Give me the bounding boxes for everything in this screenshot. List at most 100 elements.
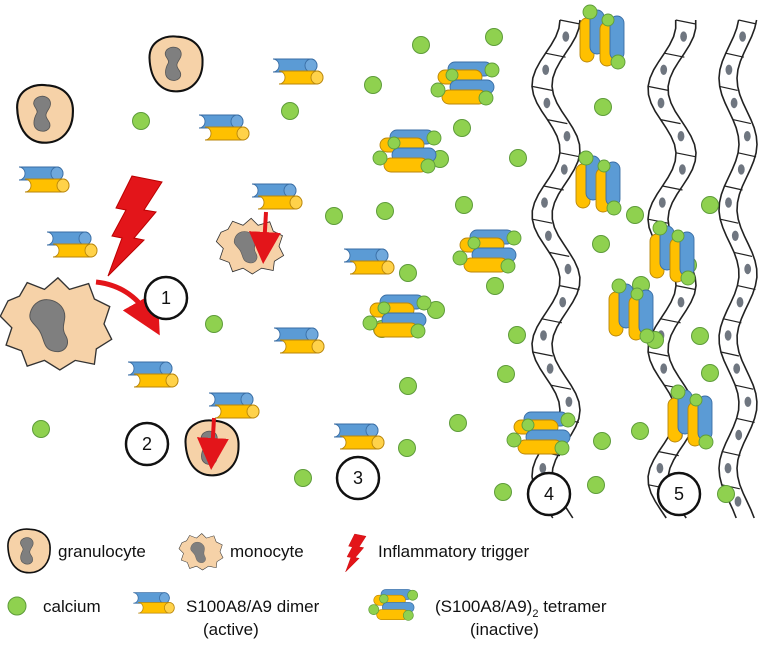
calcium-icon [449,414,467,432]
dimers [18,58,395,450]
endothelial-nucleus [737,164,745,175]
calcium-icon [376,202,394,220]
dimer-icon [198,114,250,141]
calcium-icon [508,326,526,344]
endothelial-nucleus [724,463,732,474]
dimer-icon [18,166,70,193]
tetramer-icon [368,589,419,621]
dimer-icon [46,231,98,258]
step-4-marker: 4 [526,471,572,517]
calcium-icon [486,277,504,295]
dimer-icon [273,327,325,354]
endothelial-nucleus [562,31,570,42]
step-4-label: 4 [544,484,554,504]
endothelial-nucleus [734,496,742,507]
calcium-icon [701,196,719,214]
calcium-icon [485,28,503,46]
endothelial-nucleus [658,197,666,208]
endothelial-nucleus [564,263,572,275]
endothelial-nucleus [744,263,752,275]
dimer-icon [132,592,175,614]
endothelial-nucleus [677,131,685,142]
endothelial-nucleus [565,396,573,407]
step-1-marker: 1 [143,275,189,321]
granulocyte-icon [7,528,51,574]
calcium-icon [412,36,430,54]
endothelial-nucleus [725,64,733,76]
tetramer-icon [506,411,576,456]
tetramer-icon [579,4,626,70]
endothelial-nucleus [563,131,571,142]
endothelial-nucleus [660,64,668,76]
endothelial-nucleus [739,31,746,42]
monocyte-icon [0,277,113,371]
dimer-icon [333,423,385,450]
endothelial-nucleus [744,396,752,407]
calcium-ions [32,28,735,503]
step-2-label: 2 [142,434,152,454]
granulocyte-icon [148,35,204,93]
granulocyte-icon [16,83,74,144]
endothelial-nucleus [545,230,552,241]
monocyte-icon [215,217,285,275]
calcium-icon [427,301,445,319]
step-5-label: 5 [674,484,684,504]
legend-tetramer-tail: tetramer [538,597,606,616]
tetramer-icon [372,129,442,174]
calcium-icon [455,196,473,214]
endothelial-nucleus [657,97,665,109]
calcium-icon [453,119,471,137]
lightning-icon [107,175,163,277]
step-3-marker: 3 [335,455,381,501]
endothelial-nucleus [677,297,685,308]
calcium-icon [592,235,610,253]
calcium-icon [399,377,417,395]
tetramer-icon [649,220,696,286]
dimer-icon [208,392,260,419]
calcium-icon [205,315,223,333]
calcium-icon [364,76,382,94]
calcium-icon [325,207,343,225]
endothelial-nucleus [735,429,743,441]
endothelial-nucleus [559,297,567,308]
legend-calcium: calcium [43,597,101,616]
dimer-icon [251,183,303,210]
legend-trigger: Inflammatory trigger [378,542,529,561]
endothelial-nucleus [743,131,751,142]
endothelial-nucleus [541,197,548,208]
endothelial-nucleus [542,64,550,76]
legend-monocyte: monocyte [230,542,304,561]
calcium-icon [494,483,512,501]
dimer-icon [127,361,179,388]
endothelial-nucleus [543,97,551,109]
legend-tetramer-main: (S100A8/A9) [435,597,532,616]
dimer-icon [272,58,324,85]
calcium-icon [593,432,611,450]
endothelial-nucleus [731,230,739,241]
calcium-icon [701,364,719,382]
endothelial-nucleus [730,97,738,109]
calcium-icon [281,102,299,120]
calcium-icon [594,98,612,116]
endothelial-nucleus [660,363,668,374]
endothelial-nucleus [546,363,554,374]
calcium-icon [691,327,709,345]
legend-granulocyte: granulocyte [58,542,146,561]
tetramer-icon [452,229,522,274]
endothelial-nucleus [679,164,686,175]
legend-dimer: S100A8/A9 dimer [186,597,320,616]
legend: granulocyte monocyte Inflammatory trigge… [7,528,607,639]
dimer-icon [343,248,395,275]
endothelial-nucleus [724,330,732,341]
tetramer-icon [362,294,432,339]
calcium-icon [398,439,416,457]
calcium-icon [509,149,527,167]
tetramer-icon [575,150,622,216]
legend-dimer-state: (active) [203,620,259,639]
endothelial-nucleus [560,164,568,175]
tetramer-icon [667,384,714,450]
calcium-icon [497,365,515,383]
endothelial-nucleus [680,31,687,42]
calcium-icon [7,596,27,616]
